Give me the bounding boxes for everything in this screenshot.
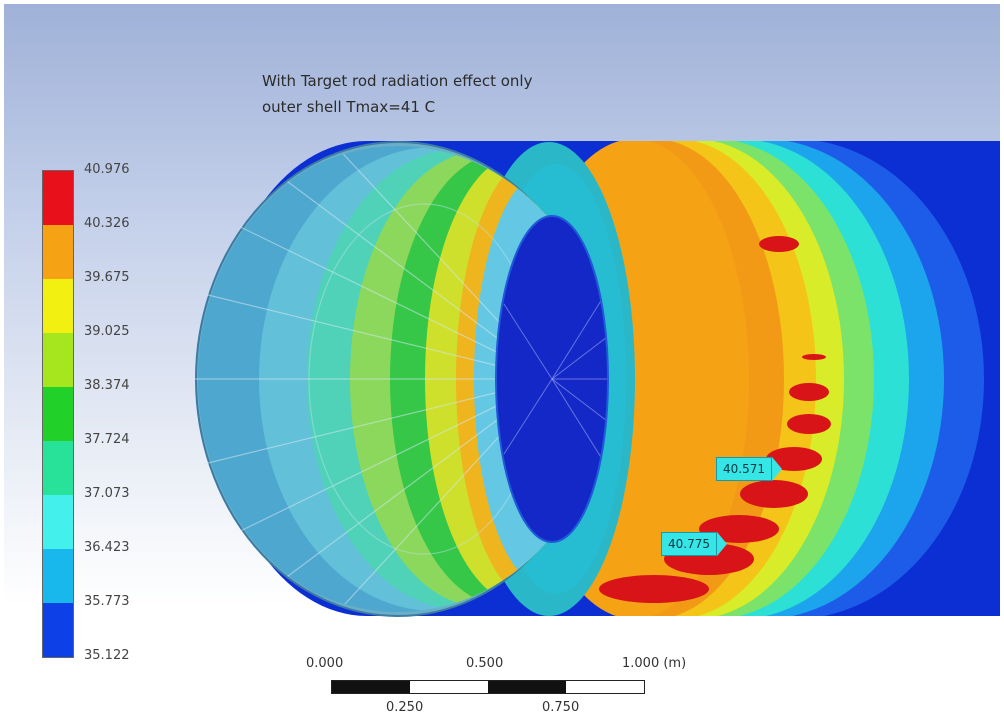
viewport[interactable]: With Target rod radiation effect only ou… xyxy=(4,4,1000,713)
legend-label: 40.326 xyxy=(84,216,130,231)
scale-bar xyxy=(331,680,645,694)
probe-pointer xyxy=(717,532,727,556)
scale-label: 0.250 xyxy=(386,700,424,713)
scale-label: 0.750 xyxy=(542,700,580,713)
legend-swatch xyxy=(43,171,73,225)
legend-label: 40.976 xyxy=(84,162,130,177)
legend-swatch xyxy=(43,441,73,495)
probe-value: 40.775 xyxy=(661,532,717,556)
probe-value: 40.571 xyxy=(716,457,772,481)
cylinder-contour-model[interactable] xyxy=(4,4,1000,713)
legend-label: 35.122 xyxy=(84,648,130,663)
legend-label: 37.724 xyxy=(84,432,130,447)
legend-color-bar xyxy=(42,170,74,658)
annotation: With Target rod radiation effect only ou… xyxy=(262,68,532,120)
probe-pointer xyxy=(772,457,782,481)
probe-label[interactable]: 40.775 xyxy=(661,531,727,557)
far-opening xyxy=(496,216,608,542)
legend-label: 36.423 xyxy=(84,540,130,555)
legend-swatch xyxy=(43,603,73,657)
legend-label: 38.374 xyxy=(84,378,130,393)
legend-swatch xyxy=(43,549,73,603)
legend-swatch xyxy=(43,225,73,279)
probe-label[interactable]: 40.571 xyxy=(716,456,782,482)
legend-label: 39.675 xyxy=(84,270,130,285)
legend-swatch xyxy=(43,279,73,333)
annotation-line1: With Target rod radiation effect only xyxy=(262,72,533,90)
scale-label: 1.000 (m) xyxy=(622,656,687,671)
legend-swatch xyxy=(43,333,73,387)
legend-label: 35.773 xyxy=(84,594,130,609)
legend-label: 37.073 xyxy=(84,486,130,501)
scale-label: 0.000 xyxy=(306,656,344,671)
scale-label: 0.500 xyxy=(466,656,504,671)
annotation-line2: outer shell Tmax=41 C xyxy=(262,98,436,116)
legend-swatch xyxy=(43,387,73,441)
legend-label: 39.025 xyxy=(84,324,130,339)
legend-swatch xyxy=(43,495,73,549)
